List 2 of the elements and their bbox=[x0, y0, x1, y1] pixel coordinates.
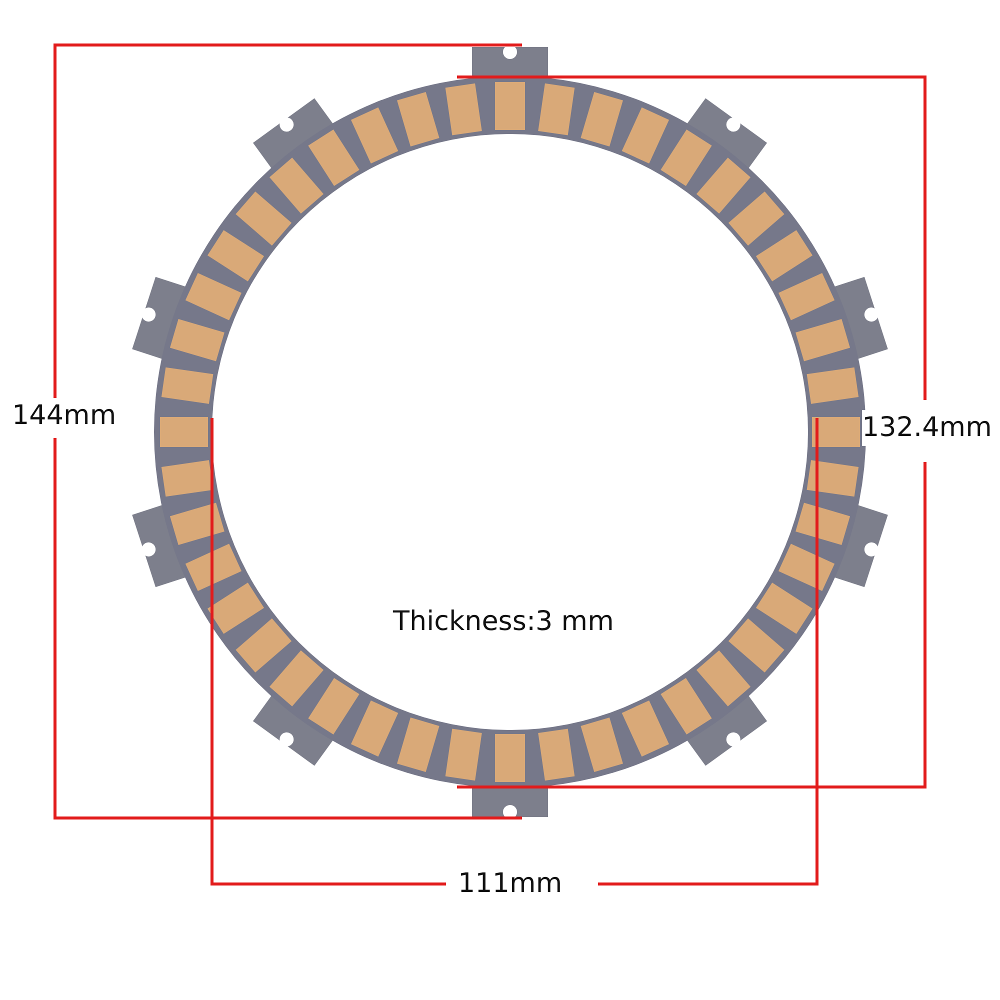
dimension-label: 132.4mm bbox=[862, 410, 992, 446]
note-text: Thickness:3 mm bbox=[393, 605, 614, 639]
